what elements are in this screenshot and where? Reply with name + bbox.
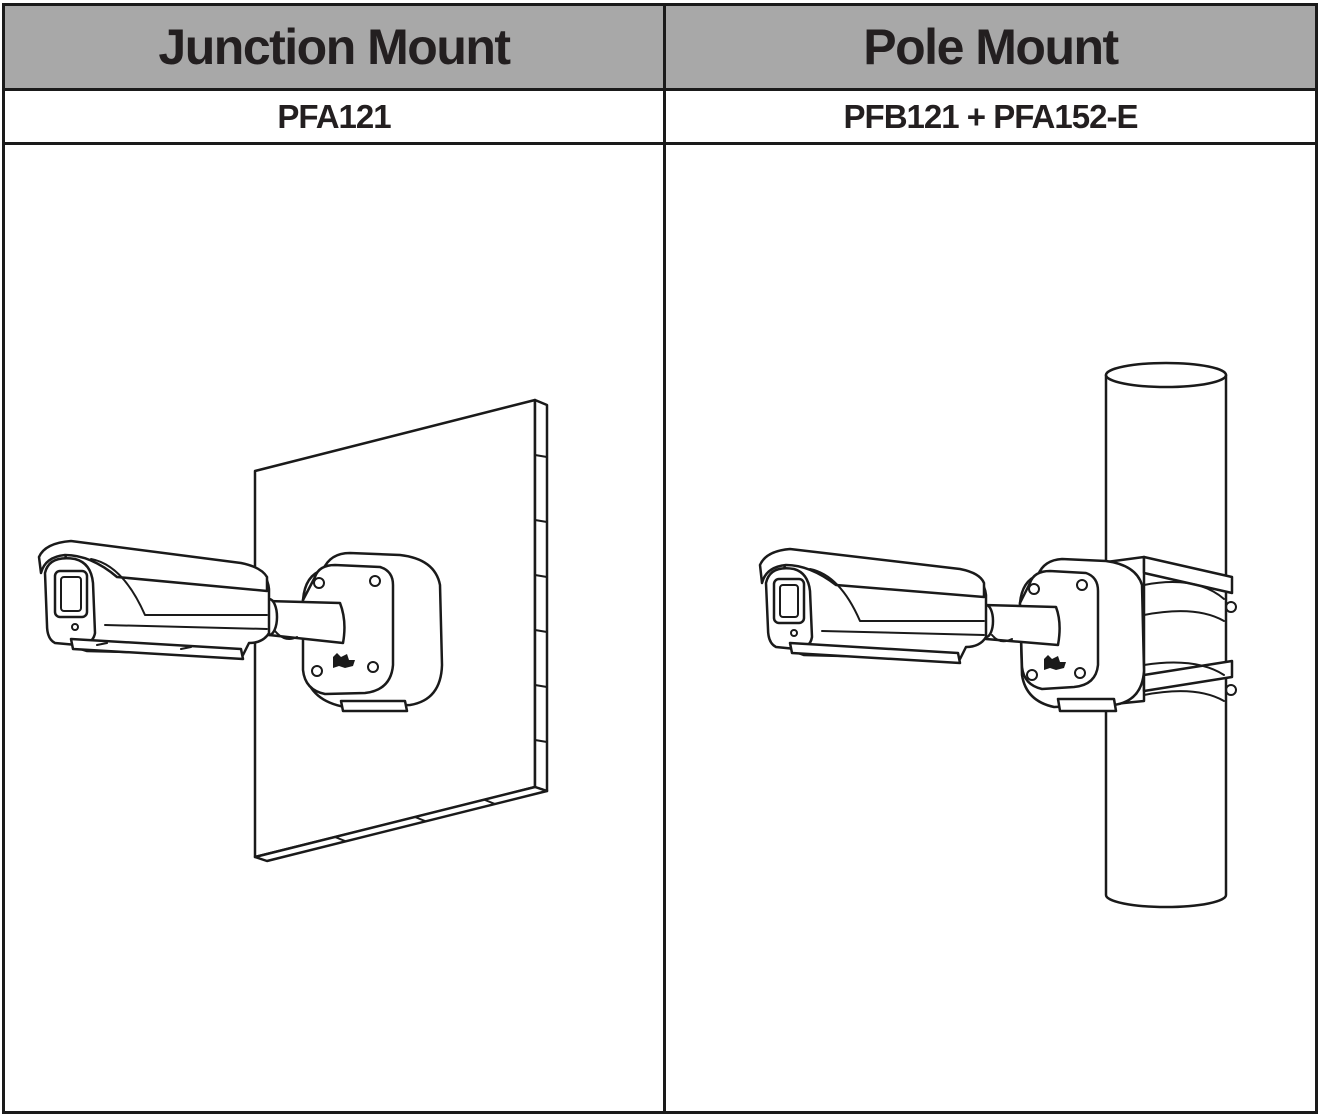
pole-mount-header: Pole Mount <box>666 6 1315 88</box>
junction-mount-header: Junction Mount <box>5 6 663 88</box>
pole-mount-model: PFB121 + PFA152-E <box>843 97 1139 135</box>
mount-comparison-table: Junction Mount Pole Mount PFA121 PFB121 … <box>2 3 1318 1114</box>
column-divider <box>663 6 666 1111</box>
model-divider <box>5 142 1315 145</box>
header-divider <box>5 88 1315 91</box>
wall-junction-mount-camera-icon <box>37 398 549 863</box>
junction-mount-illustration <box>5 145 663 1111</box>
junction-mount-model: PFA121 <box>277 97 391 135</box>
pole-mount-camera-icon <box>758 361 1237 909</box>
pole-mount-illustration <box>666 145 1315 1111</box>
